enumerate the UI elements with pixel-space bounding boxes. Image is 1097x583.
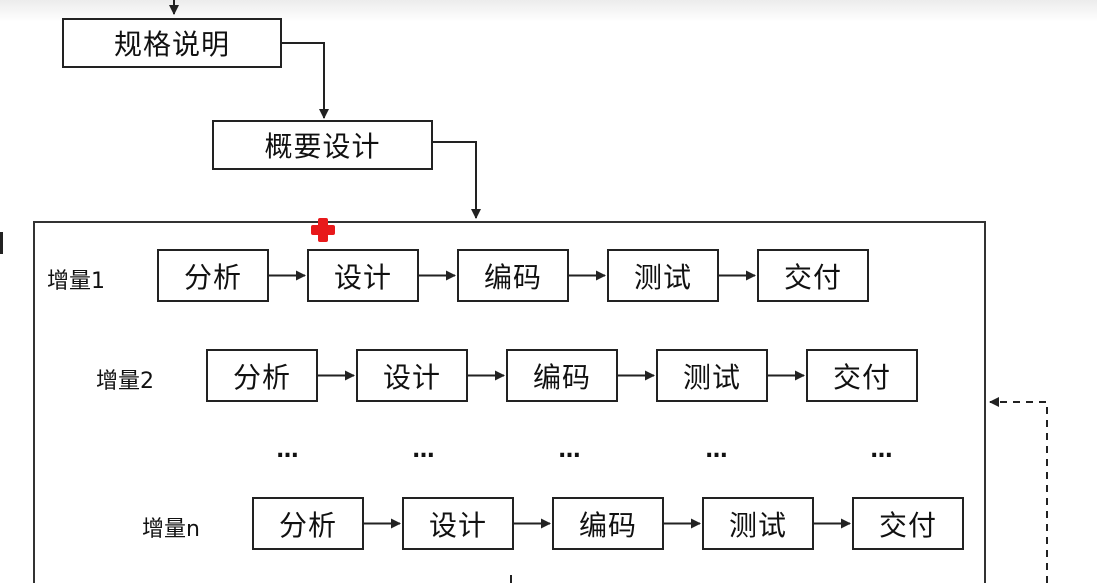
spec-box: 规格说明 [62,18,282,68]
increments-frame [33,221,986,583]
red-cross-marker [311,218,335,242]
step-analysis-3: 分析 [252,497,364,550]
step-label: 分析 [183,260,242,294]
step-label: 交付 [783,260,842,294]
outline-design-box: 概要设计 [212,120,433,170]
step-label: 分析 [232,360,291,394]
ellipsis-1: … [276,438,300,463]
step-label: 编码 [532,360,591,394]
step-design-1: 设计 [307,249,419,302]
ellipsis-4: … [705,438,729,463]
top-strip [0,0,1097,22]
spec-box-label: 规格说明 [113,28,230,61]
step-label: 设计 [333,260,392,294]
step-analysis-2: 分析 [206,349,318,402]
step-coding-2: 编码 [506,349,618,402]
ellipsis-2: … [412,438,436,463]
ellipsis-5: … [870,438,894,463]
increment-label-3: 增量n [142,517,200,542]
arrow-outline-to-frame [433,141,481,219]
step-coding-1: 编码 [457,249,569,302]
step-label: 设计 [428,508,487,542]
step-design-2: 设计 [356,349,468,402]
step-label: 编码 [483,260,542,294]
step-design-3: 设计 [402,497,514,550]
arrow-spec-to-outline [282,42,329,119]
step-label: 测试 [728,508,787,542]
left-edge-mark [0,232,3,254]
step-label: 设计 [382,360,441,394]
step-testing-2: 测试 [656,349,768,402]
step-label: 测试 [682,360,741,394]
step-testing-3: 测试 [702,497,814,550]
step-label: 测试 [633,260,692,294]
ellipsis-3: … [558,438,582,463]
step-label: 编码 [578,508,637,542]
step-analysis-1: 分析 [157,249,269,302]
step-label: 分析 [278,508,337,542]
step-testing-1: 测试 [607,249,719,302]
step-delivery-3: 交付 [852,497,964,550]
feedback-dashed-arrow [989,397,1048,583]
step-delivery-1: 交付 [757,249,869,302]
step-label: 交付 [878,508,937,542]
step-label: 交付 [832,360,891,394]
step-delivery-2: 交付 [806,349,918,402]
increment-label-2: 增量2 [96,369,154,394]
step-coding-3: 编码 [552,497,664,550]
row-arrows [269,270,851,529]
outline-design-box-label: 概要设计 [264,130,381,163]
increment-label-1: 增量1 [47,269,105,294]
